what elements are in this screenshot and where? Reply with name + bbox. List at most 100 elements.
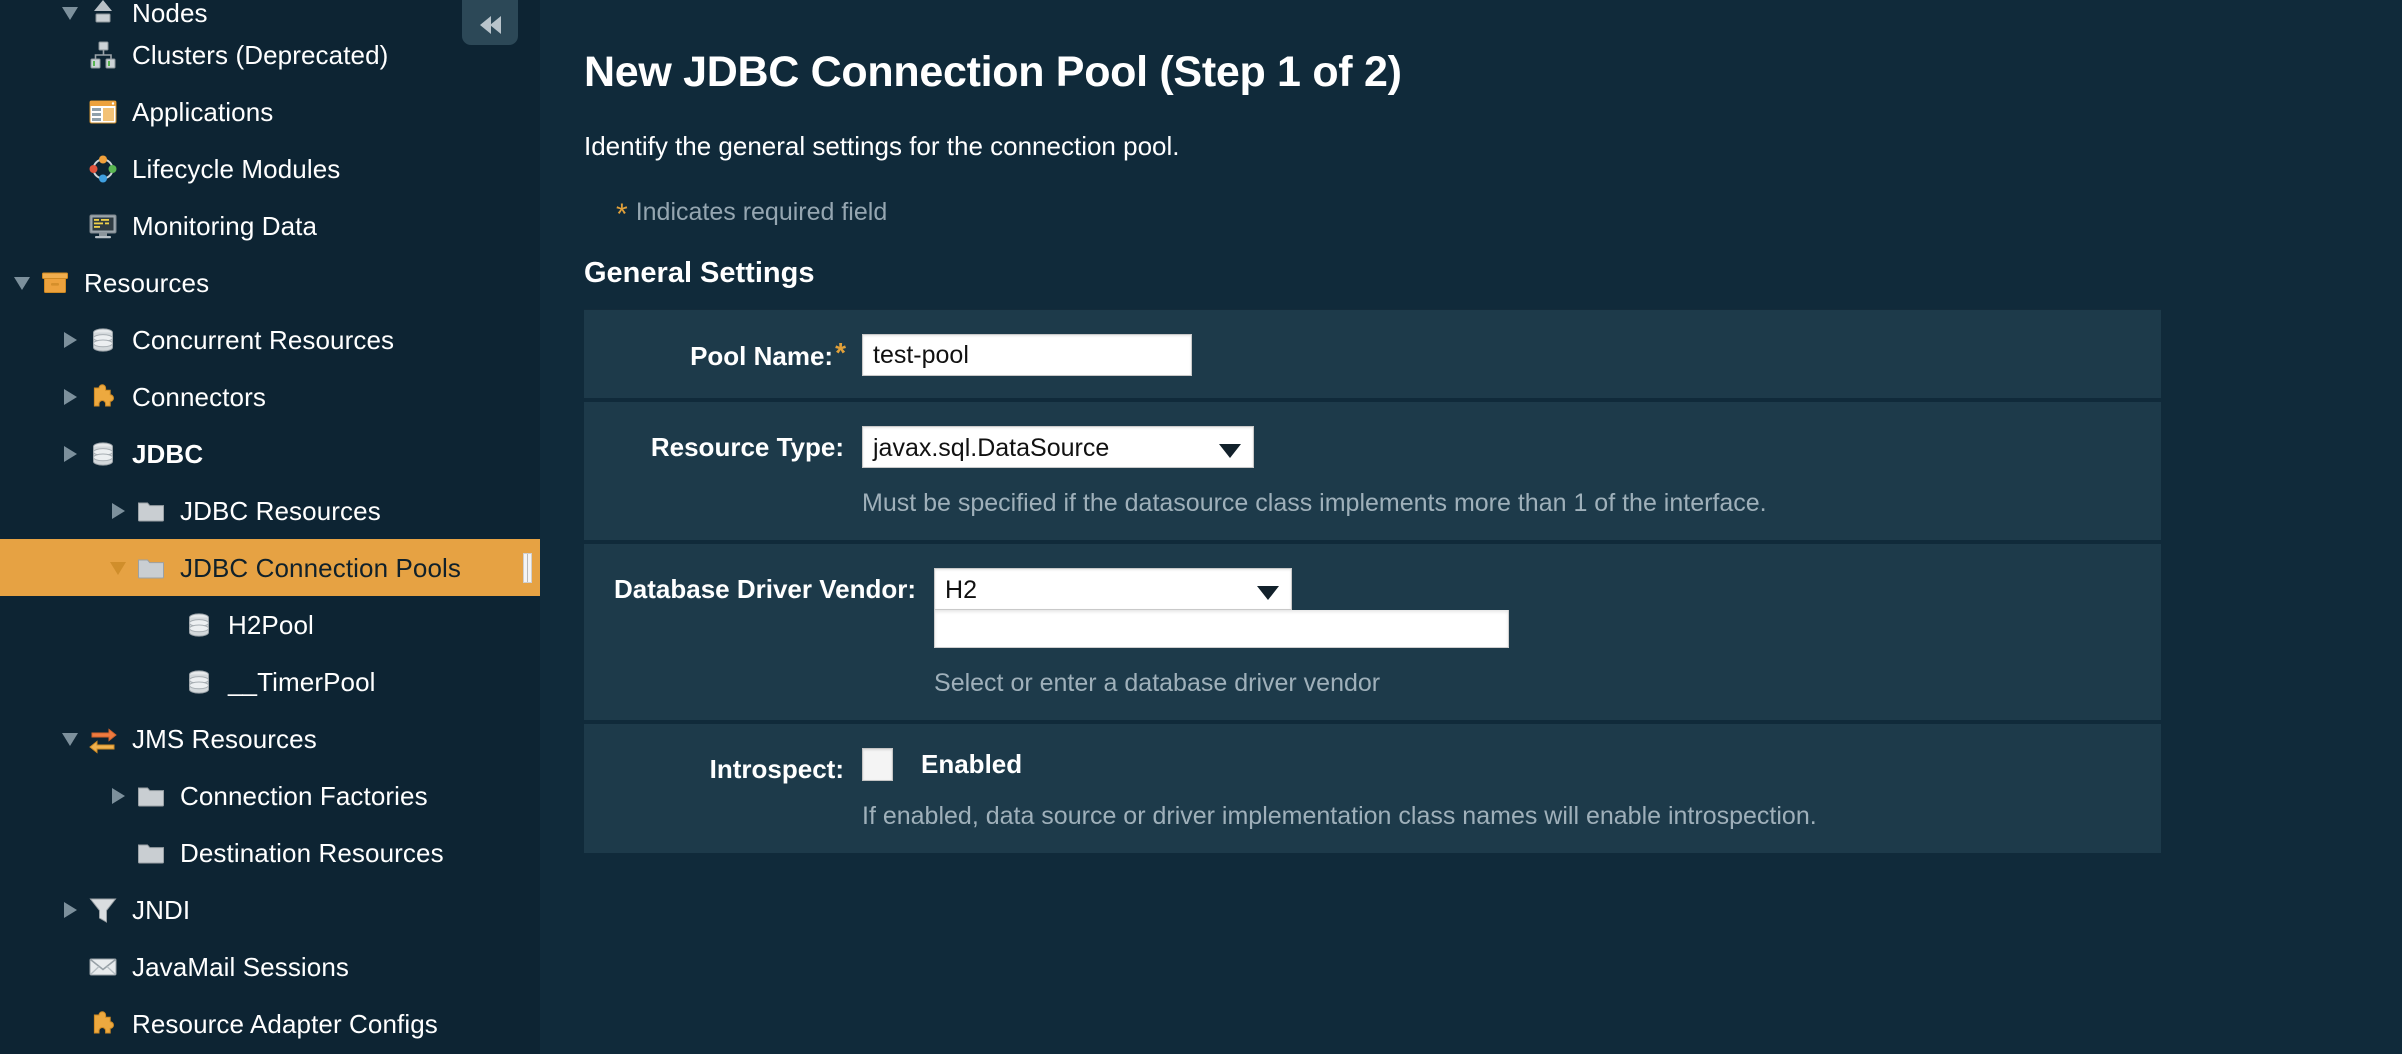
sidebar-item-javamail-sessions[interactable]: JavaMail Sessions	[0, 938, 540, 995]
database-driver-vendor-help-text: Select or enter a database driver vendor	[934, 669, 1381, 697]
form-row-pool-name: Pool Name:*	[584, 310, 2161, 402]
mail-icon	[88, 952, 118, 982]
lifecycle-icon	[88, 154, 118, 184]
double-chevron-left-icon	[479, 16, 501, 34]
required-star-icon: *	[616, 198, 628, 231]
sidebar-item-label: Monitoring Data	[132, 210, 318, 241]
chevron-down-icon[interactable]	[106, 555, 132, 581]
folder-icon	[136, 553, 166, 583]
database-driver-vendor-selected-value: H2	[945, 576, 977, 604]
sidebar-item-label: Resources	[84, 267, 210, 298]
connector-icon	[88, 382, 118, 412]
sidebar-item-label: Lifecycle Modules	[132, 153, 341, 184]
database-icon	[184, 610, 214, 640]
jms-icon	[88, 724, 118, 754]
sidebar-item-applications[interactable]: Applications	[0, 83, 540, 140]
resources-icon	[40, 268, 70, 298]
pool-name-input[interactable]	[862, 334, 1192, 376]
introspect-checkbox[interactable]	[862, 748, 893, 781]
sidebar-item-lifecycle-modules[interactable]: Lifecycle Modules	[0, 140, 540, 197]
sidebar-resize-handle[interactable]	[523, 553, 532, 583]
sidebar-item-label: H2Pool	[228, 609, 314, 640]
chevron-right-icon[interactable]	[106, 498, 132, 524]
chevron-right-icon[interactable]	[58, 897, 84, 923]
form-row-resource-type: Resource Type: javax.sql.DataSource Must…	[584, 402, 2161, 544]
chevron-down-icon[interactable]	[58, 726, 84, 752]
sidebar-item-jdbc-connection-pools[interactable]: JDBC Connection Pools	[0, 539, 540, 596]
main-content: New JDBC Connection Pool (Step 1 of 2) I…	[540, 0, 2402, 1054]
sidebar-item-label: JNDI	[132, 894, 191, 925]
database-icon	[88, 439, 118, 469]
sidebar-item-jndi[interactable]: JNDI	[0, 881, 540, 938]
chevron-down-icon	[1219, 444, 1241, 458]
page-title: New JDBC Connection Pool (Step 1 of 2)	[584, 48, 1402, 96]
folder-icon	[136, 838, 166, 868]
twisty-placeholder	[58, 42, 84, 68]
chevron-right-icon[interactable]	[58, 441, 84, 467]
sidebar-item-resource-adapter-configs[interactable]: Resource Adapter Configs	[0, 995, 540, 1052]
sidebar-item-label: Clusters (Deprecated)	[132, 39, 389, 70]
form-row-introspect: Introspect: Enabled If enabled, data sou…	[584, 724, 2161, 853]
twisty-placeholder	[154, 669, 180, 695]
sidebar-item-label: Applications	[132, 96, 274, 127]
sidebar-item-monitoring-data[interactable]: Monitoring Data	[0, 197, 540, 254]
sidebar-item-jdbc-resources[interactable]: JDBC Resources	[0, 482, 540, 539]
sidebar-item-timerpool[interactable]: __TimerPool	[0, 653, 540, 710]
resource-type-help-text: Must be specified if the datasource clas…	[862, 489, 1767, 517]
required-star-icon: *	[835, 337, 846, 368]
form-row-database-driver-vendor: Database Driver Vendor: H2 Select or ent…	[584, 544, 2161, 724]
sidebar-item-label: Destination Resources	[180, 837, 444, 868]
sidebar-item-label: Resource Adapter Configs	[132, 1008, 438, 1039]
sidebar-item-jms-resources[interactable]: JMS Resources	[0, 710, 540, 767]
funnel-icon	[88, 895, 118, 925]
node-icon	[88, 0, 118, 26]
twisty-placeholder	[106, 840, 132, 866]
section-heading-general-settings: General Settings	[584, 257, 815, 289]
sidebar-item-label: JavaMail Sessions	[132, 951, 350, 982]
cluster-icon	[88, 40, 118, 70]
resource-type-selected-value: javax.sql.DataSource	[873, 434, 1110, 462]
introspect-label: Introspect:	[709, 754, 844, 784]
sidebar-item-connection-factories[interactable]: Connection Factories	[0, 767, 540, 824]
sidebar-item-resources[interactable]: Resources	[0, 254, 540, 311]
database-icon	[184, 667, 214, 697]
sidebar-item-destination-resources[interactable]: Destination Resources	[0, 824, 540, 881]
twisty-placeholder	[58, 99, 84, 125]
connector-icon	[88, 1009, 118, 1039]
resource-type-label: Resource Type:	[650, 432, 844, 462]
chevron-down-icon[interactable]	[58, 0, 84, 26]
sidebar-item-nodes[interactable]: Nodes	[0, 0, 540, 26]
pool-name-field-cell	[862, 310, 2161, 398]
sidebar-item-connectors[interactable]: Connectors	[0, 368, 540, 425]
required-field-note: * Indicates required field	[616, 196, 2402, 231]
sidebar-item-concurrent-resources[interactable]: Concurrent Resources	[0, 311, 540, 368]
sidebar-item-h2pool[interactable]: H2Pool	[0, 596, 540, 653]
database-driver-vendor-text-input[interactable]	[934, 610, 1510, 648]
introspect-checkbox-label: Enabled	[921, 749, 1023, 779]
chevron-down-icon[interactable]	[10, 270, 36, 296]
resource-type-select[interactable]: javax.sql.DataSource	[862, 426, 1254, 468]
sidebar-item-clusters-deprecated[interactable]: Clusters (Deprecated)	[0, 26, 540, 83]
pool-name-label: Pool Name:*	[690, 337, 846, 371]
resource-type-field-cell: javax.sql.DataSource Must be specified i…	[862, 402, 2161, 540]
chevron-right-icon[interactable]	[106, 783, 132, 809]
application-icon	[88, 97, 118, 127]
folder-icon	[136, 781, 166, 811]
sidebar-item-label: Connection Factories	[180, 780, 428, 811]
introspect-checkbox-line: Enabled	[862, 748, 2161, 781]
page-subtitle: Identify the general settings for the co…	[584, 131, 1180, 161]
sidebar-collapse-button[interactable]	[462, 0, 518, 45]
sidebar-item-label: JMS Resources	[132, 723, 317, 754]
twisty-placeholder	[58, 156, 84, 182]
sidebar-item-label: __TimerPool	[228, 666, 376, 697]
introspect-help-text: If enabled, data source or driver implem…	[862, 802, 1817, 830]
database-driver-vendor-select[interactable]: H2	[934, 568, 1293, 610]
sidebar-item-label: JDBC Connection Pools	[180, 552, 462, 583]
sidebar-item-jdbc[interactable]: JDBC	[0, 425, 540, 482]
chevron-right-icon[interactable]	[58, 327, 84, 353]
monitor-icon	[88, 211, 118, 241]
database-driver-vendor-field-cell: H2 Select or enter a database driver ven…	[934, 544, 2161, 720]
chevron-right-icon[interactable]	[58, 384, 84, 410]
chevron-down-icon	[1257, 586, 1280, 600]
database-icon	[88, 325, 118, 355]
